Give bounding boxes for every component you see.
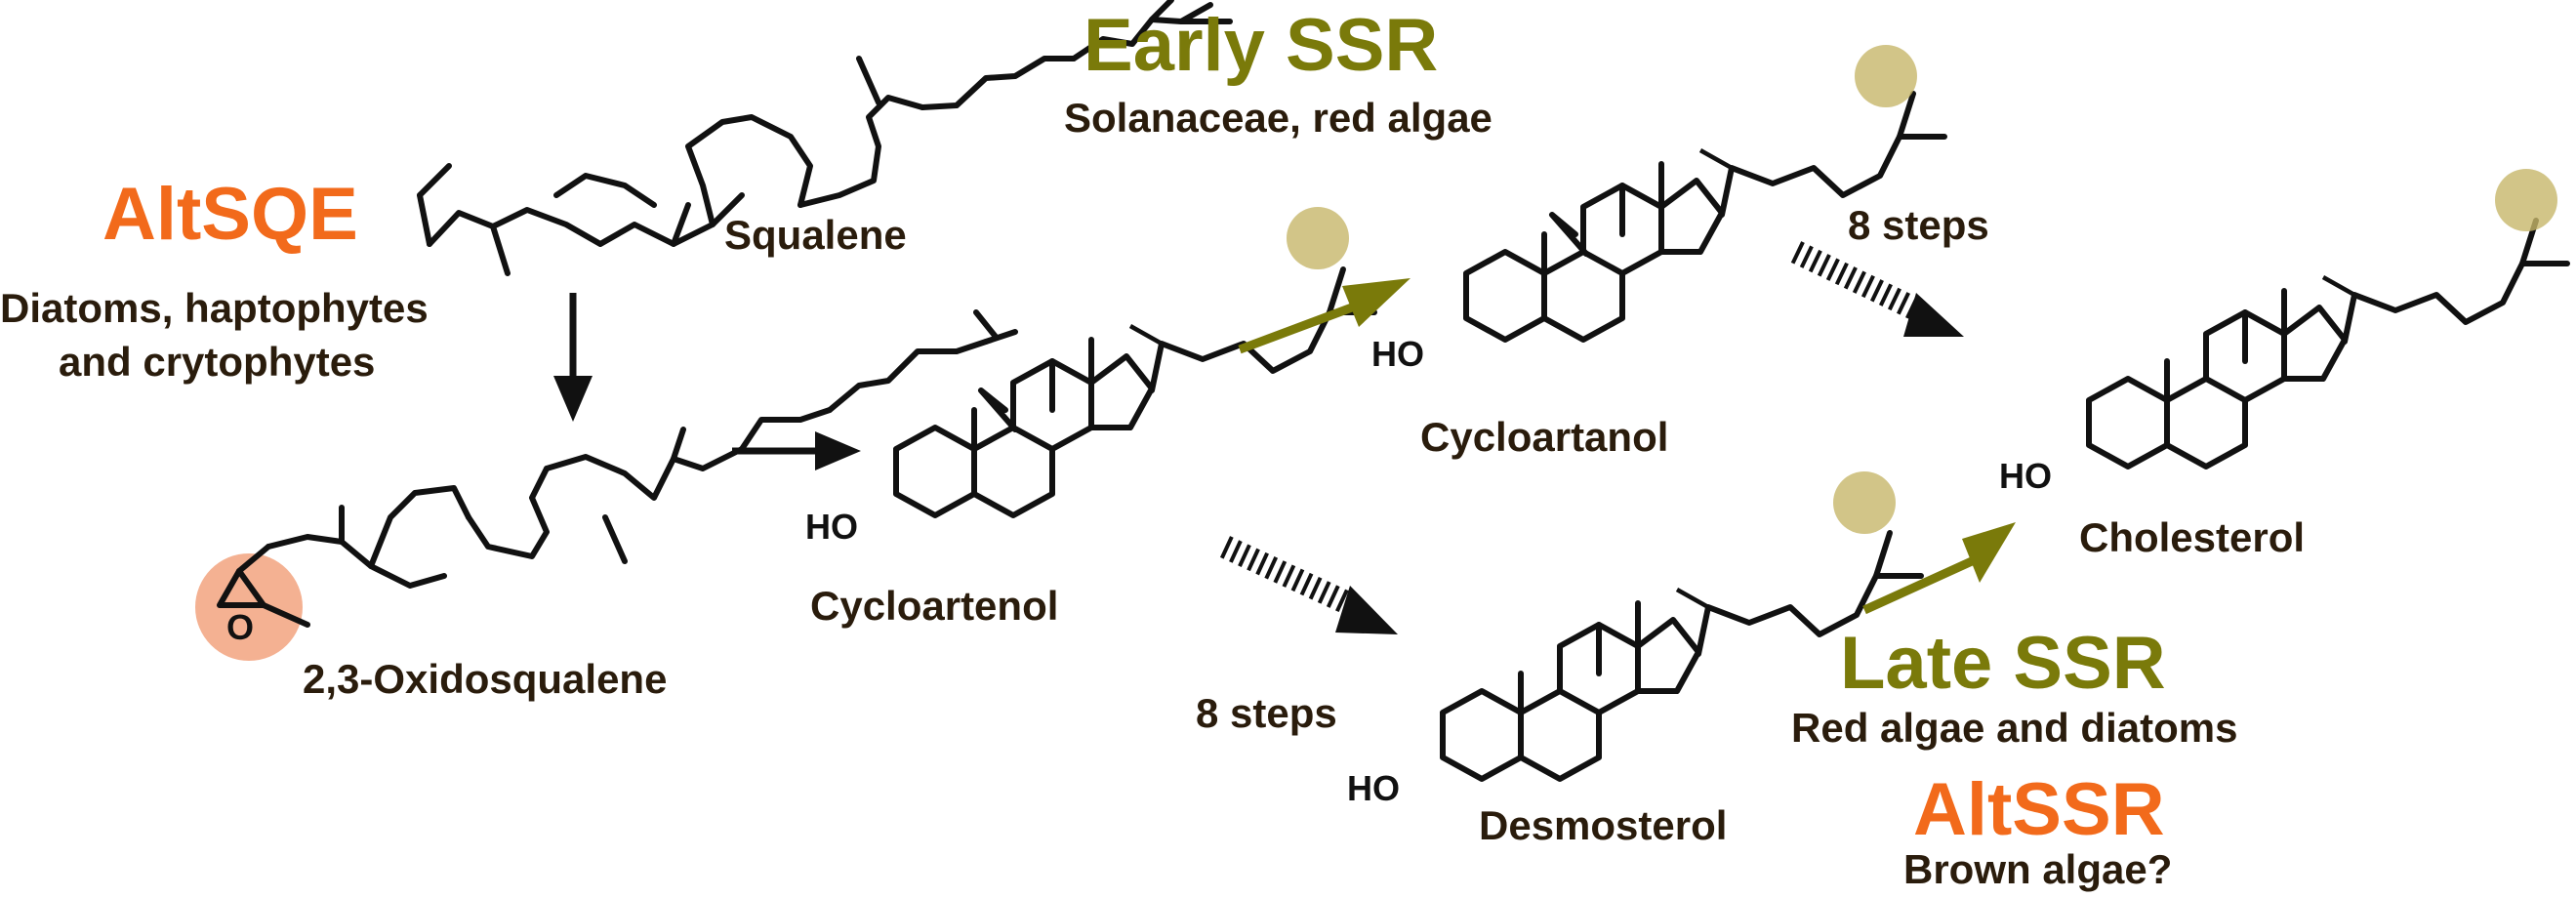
- altsqe-title: AltSQE: [102, 173, 358, 256]
- cholesterol-structure: [2089, 169, 2567, 467]
- saturated-bond-highlight: [1855, 45, 1917, 107]
- cholesterol-bond-highlight: [2495, 169, 2557, 231]
- altssr-organisms: Brown algae?: [1903, 846, 2172, 892]
- squalene-structure: [417, 0, 1233, 276]
- arrow-early-ssr: [1238, 278, 1411, 354]
- arrow-oxidosqualene-to-cycloartenol: [732, 431, 861, 470]
- cholesterol-hydroxyl-label: HO: [1999, 456, 2052, 496]
- cycloartanol-hydroxyl-label: HO: [1371, 334, 1424, 374]
- epoxide-oxygen-label: O: [226, 607, 254, 647]
- early-ssr-title: Early SSR: [1084, 4, 1438, 87]
- desmosterol-structure: [1443, 471, 1921, 779]
- late-ssr-title: Late SSR: [1840, 622, 2166, 705]
- dotted-arrow-cycloartenol-to-desmosterol: [1219, 536, 1398, 634]
- arrow-late-ssr: [1862, 522, 2016, 615]
- desmosterol-hydroxyl-label: HO: [1347, 768, 1400, 808]
- altssr-title: AltSSR: [1913, 768, 2165, 851]
- cholesterol-label: Cholesterol: [2079, 514, 2305, 560]
- early-ssr-organisms: Solanaceae, red algae: [1064, 95, 1492, 141]
- steps-label-lower: 8 steps: [1196, 690, 1337, 736]
- steps-label-upper: 8 steps: [1848, 202, 1989, 248]
- altsqe-organisms-line2: and crytophytes: [59, 339, 375, 385]
- oxidosqualene-structure: [195, 309, 1018, 661]
- double-bond-highlight: [1287, 207, 1349, 269]
- cycloartanol-label: Cycloartanol: [1420, 414, 1668, 460]
- arrow-squalene-to-oxidosqualene: [553, 293, 593, 422]
- oxidosqualene-label: 2,3-Oxidosqualene: [303, 656, 667, 702]
- late-ssr-organisms: Red algae and diatoms: [1791, 705, 2237, 751]
- desmosterol-label: Desmosterol: [1479, 802, 1727, 848]
- squalene-label: Squalene: [724, 212, 907, 258]
- dotted-arrow-cycloartanol-to-cholesterol: [1790, 241, 1964, 337]
- cycloartanol-structure: [1466, 45, 1944, 340]
- cycloartenol-hydroxyl-label: HO: [805, 507, 858, 547]
- desmosterol-double-bond-highlight: [1833, 471, 1896, 534]
- cycloartenol-label: Cycloartenol: [810, 583, 1058, 629]
- altsqe-organisms-line1: Diatoms, haptophytes: [0, 285, 429, 331]
- cycloartenol-structure: [896, 207, 1374, 515]
